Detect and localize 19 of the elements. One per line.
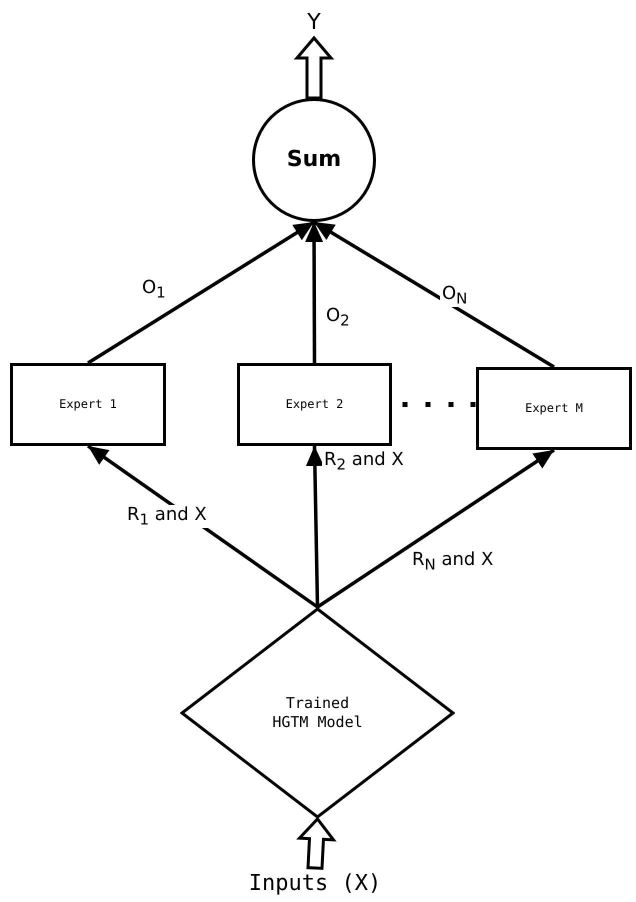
expert-box <box>10 363 166 446</box>
arrow <box>316 448 555 608</box>
model-diamond <box>180 607 455 819</box>
arrow <box>306 446 324 608</box>
arrow <box>87 444 318 608</box>
expert-box <box>237 363 392 446</box>
node-label: Inputs (X) <box>248 870 382 898</box>
block-arrow <box>296 816 337 870</box>
expert-label: Expert M <box>525 401 583 416</box>
expert-label: Expert 1 <box>59 397 117 412</box>
arrow <box>87 220 315 364</box>
sum-label: Sum <box>286 146 342 174</box>
expert-label: Expert 2 <box>286 397 344 412</box>
arrow <box>313 220 555 368</box>
arrow <box>305 222 324 363</box>
block-arrow <box>294 36 334 100</box>
node-label: Y <box>307 9 321 37</box>
expert-box <box>476 367 632 450</box>
model-label: Trained HGTM Model <box>271 694 364 732</box>
